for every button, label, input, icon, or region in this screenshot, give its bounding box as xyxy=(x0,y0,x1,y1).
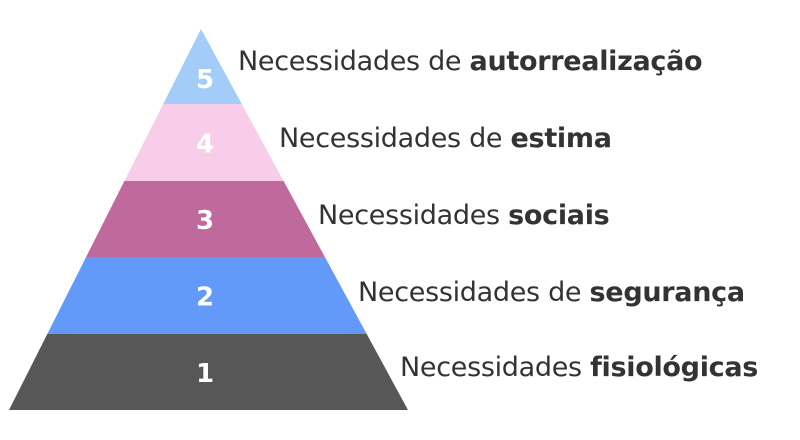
level-2-label: Necessidades de segurança xyxy=(358,277,745,308)
pyramid-level-1 xyxy=(9,334,408,410)
level-number-2: 2 xyxy=(196,283,214,313)
level-4-label: Necessidades de estima xyxy=(279,123,612,154)
level-number-1: 1 xyxy=(196,359,214,389)
level-number-5: 5 xyxy=(196,65,214,95)
level-3-label: Necessidades sociais xyxy=(318,200,610,231)
level-1-label: Necessidades fisiológicas xyxy=(400,352,759,383)
level-5-label: Necessidades de autorrealização xyxy=(238,46,703,77)
pyramid-level-5 xyxy=(163,29,242,104)
pyramid-level-2 xyxy=(47,257,367,334)
pyramid-level-4 xyxy=(124,104,284,181)
pyramid-level-3 xyxy=(86,181,325,257)
level-number-4: 4 xyxy=(196,130,214,160)
level-number-3: 3 xyxy=(196,206,214,236)
